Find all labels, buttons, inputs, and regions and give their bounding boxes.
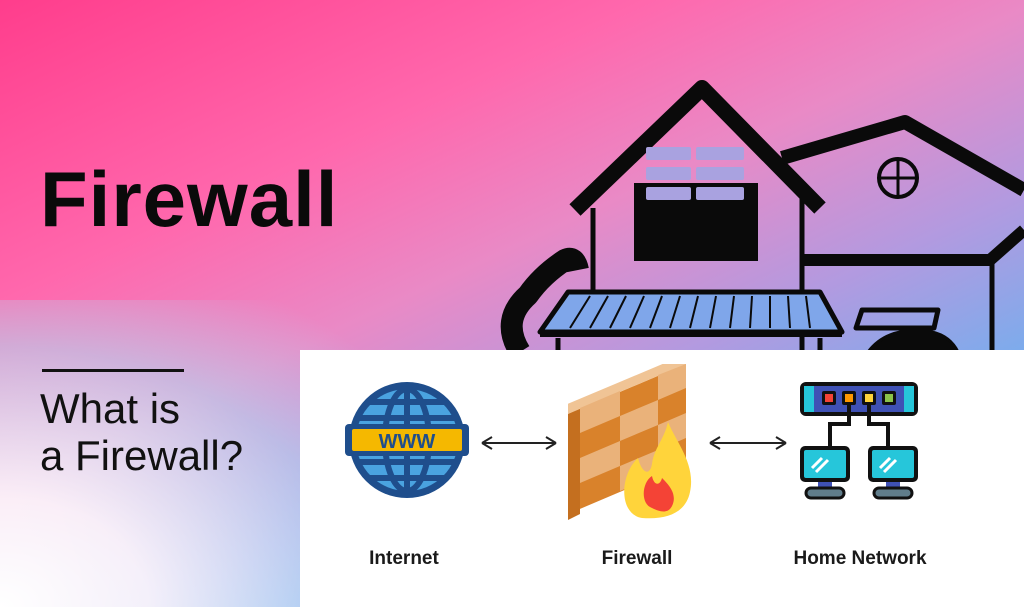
internet-label: Internet	[369, 548, 439, 569]
subtitle-line-1: What is	[40, 385, 181, 432]
home-network-label: Home Network	[793, 548, 927, 569]
subtitle-line-2: a Firewall?	[40, 432, 244, 479]
network-switch-computers-icon	[800, 382, 918, 500]
bidirectional-arrow-icon	[481, 436, 557, 450]
subtitle: What is a Firewall?	[40, 385, 243, 479]
firewall-label: Firewall	[601, 548, 673, 569]
www-text: WWW	[379, 431, 436, 453]
bidirectional-arrow-icon	[709, 436, 787, 450]
page-title: Firewall	[40, 155, 339, 243]
diagram-panel: WWW	[300, 350, 1024, 607]
brick-wall-fire-icon	[568, 364, 692, 520]
divider	[42, 369, 184, 372]
house-illustration	[500, 80, 1024, 352]
globe-www-icon: WWW	[345, 382, 469, 498]
